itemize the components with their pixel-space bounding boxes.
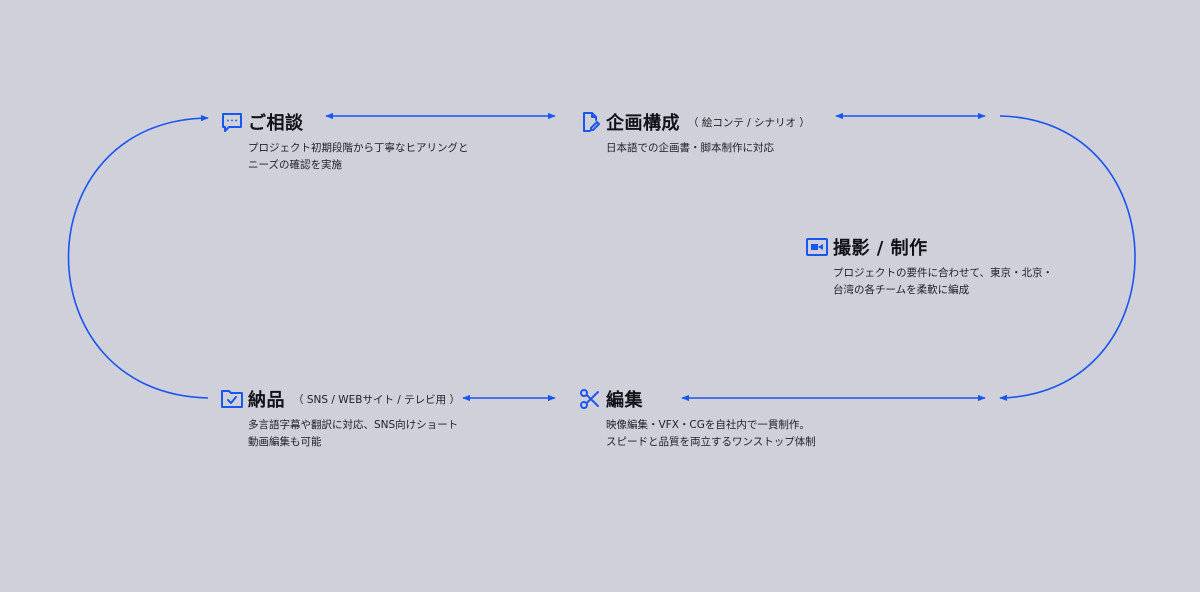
scissors-icon [578, 387, 602, 411]
step-description: 日本語での企画書・脚本制作に対応 [606, 142, 774, 154]
step-plan: 企画構成 （ 絵コンテ / シナリオ ） 日本語での企画書・脚本制作に対応 [578, 108, 810, 157]
step-title: 撮影 / 制作 [833, 238, 928, 259]
folder-check-icon [220, 387, 244, 411]
step-deliver: 納品 （ SNS / WEBサイト / テレビ用 ） 多言語字幕や翻訳に対応、S… [220, 385, 460, 451]
document-edit-icon [578, 110, 602, 134]
video-camera-icon [805, 235, 829, 259]
step-subtitle: （ SNS / WEBサイト / テレビ用 ） [293, 393, 461, 406]
step-edit: 編集 映像編集・VFX・CGを自社内で一貫制作。 スピードと品質を両立するワンス… [578, 385, 816, 451]
loop-right-arc [999, 115, 1136, 402]
step-description: 映像編集・VFX・CGを自社内で一貫制作。 スピードと品質を両立するワンストップ… [606, 419, 816, 448]
step-title: ご相談 [248, 113, 304, 134]
step-subtitle: （ 絵コンテ / シナリオ ） [688, 116, 810, 129]
step-description: プロジェクト初期段階から丁寧なヒアリングと ニーズの確認を実施 [248, 142, 469, 171]
step-title: 企画構成 [606, 113, 680, 134]
chat-bubble-icon [220, 110, 244, 134]
step-title: 編集 [606, 390, 643, 411]
step-title: 納品 [248, 390, 285, 411]
step-shoot: 撮影 / 制作 プロジェクトの要件に合わせて、東京・北京・ 台湾の各チームを柔軟… [805, 233, 1053, 299]
step-description: プロジェクトの要件に合わせて、東京・北京・ 台湾の各チームを柔軟に編成 [833, 267, 1053, 296]
loop-left-arc [67, 114, 209, 399]
step-description: 多言語字幕や翻訳に対応、SNS向けショート 動画編集も可能 [248, 419, 459, 448]
step-consult: ご相談 プロジェクト初期段階から丁寧なヒアリングと ニーズの確認を実施 [220, 108, 469, 174]
